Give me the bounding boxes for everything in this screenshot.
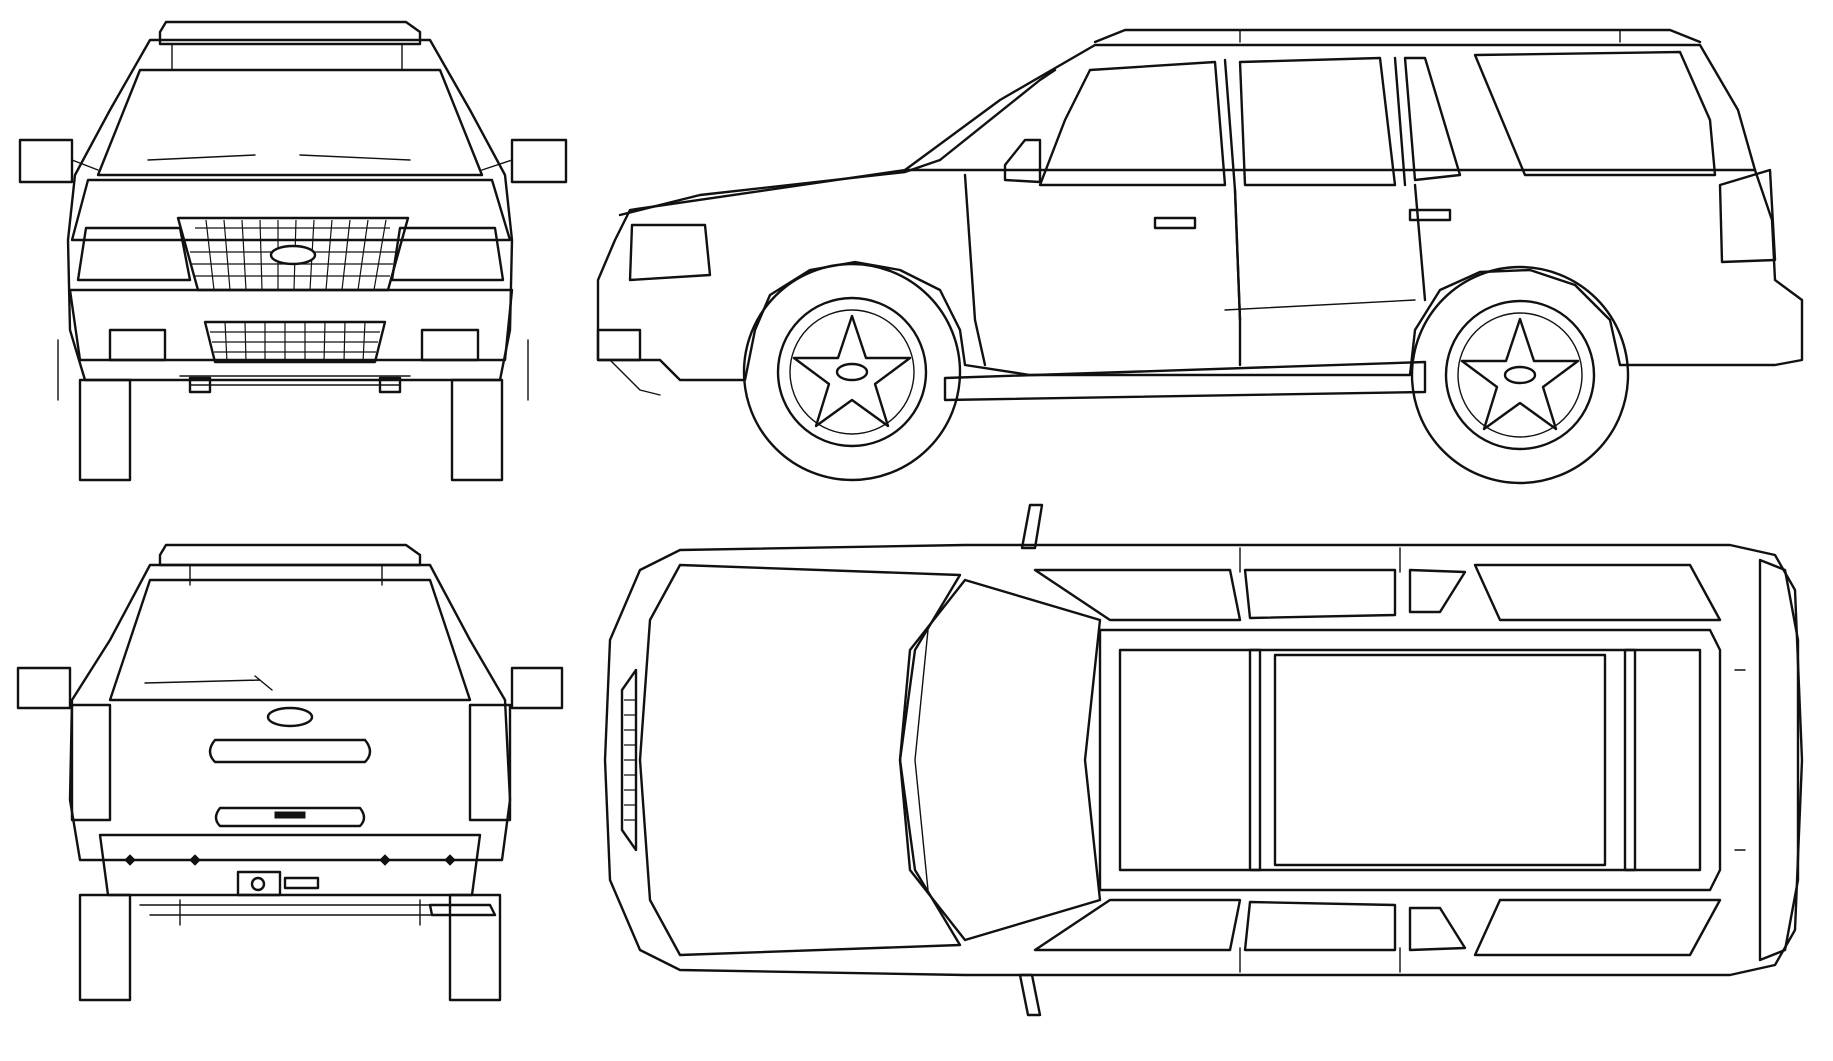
front-logo xyxy=(269,244,317,266)
sunroof-panel xyxy=(1273,653,1607,867)
side-view xyxy=(596,28,1804,485)
top-view xyxy=(603,503,1804,1017)
front-wheel xyxy=(742,262,962,482)
rear-logo xyxy=(266,706,314,728)
rear-wheel xyxy=(1410,265,1630,485)
rear-view xyxy=(16,543,564,1002)
front-view xyxy=(18,20,568,482)
top-left-mirror xyxy=(1020,503,1044,550)
front-window xyxy=(1038,60,1227,187)
left-mirror xyxy=(18,138,74,184)
